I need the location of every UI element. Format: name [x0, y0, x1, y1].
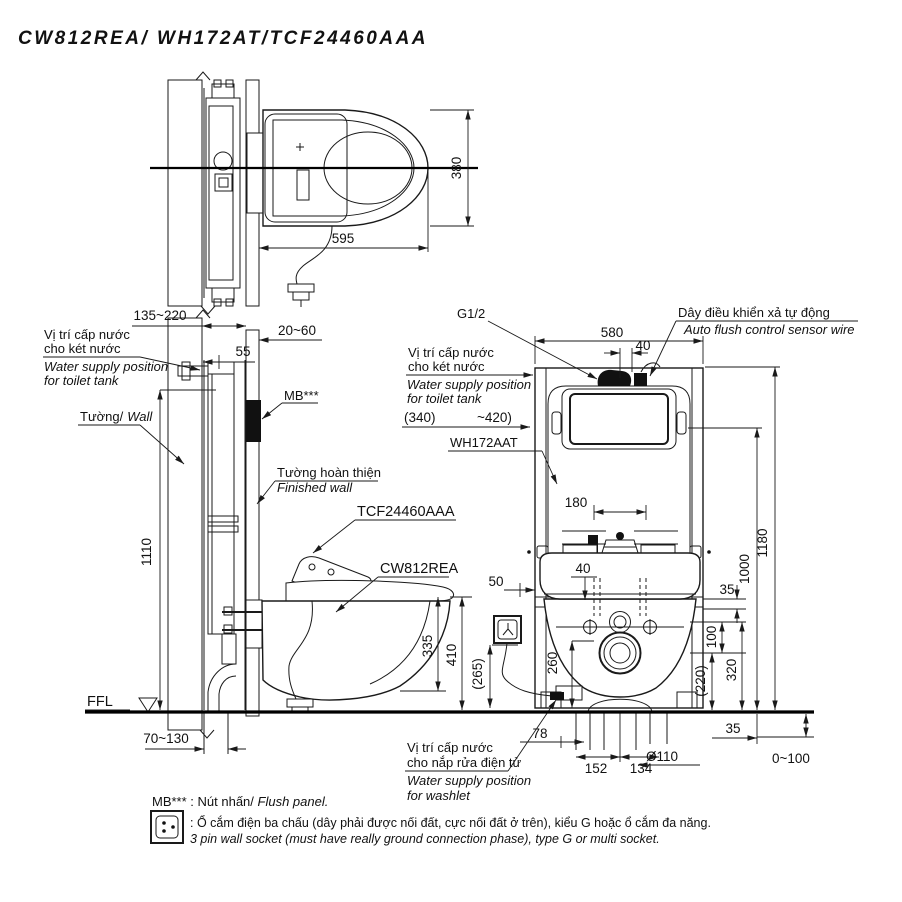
- wall-hatch-side: [167, 317, 203, 731]
- dim-20-60: 20~60: [278, 323, 316, 338]
- supply-tank-label-en2: for toilet tank: [44, 373, 120, 388]
- front-view-drawing: 580 40 (340) ~420) 180 40 50 35: [402, 305, 858, 803]
- drain-hole: [598, 631, 642, 675]
- mb-note: MB*** : Nút nhấn/ Flush panel.: [152, 794, 328, 809]
- washlet-supply-en2: for washlet: [407, 788, 471, 803]
- wall-break-bottom2: [199, 729, 215, 739]
- washlet-supply-en1: Water supply position: [407, 773, 531, 788]
- dim-35-bottom: 35: [725, 721, 740, 736]
- dim-320: 320: [724, 659, 739, 682]
- washlet-supply-vi1: Vị trí cấp nước: [407, 740, 493, 755]
- sensor-wire-label-vi: Dây điều khiển xả tự động: [678, 305, 830, 320]
- dim-595: 595: [332, 231, 355, 246]
- side-view-drawing: 135~220 20~60 55 1110 70~130 335 410 Vị …: [43, 308, 472, 754]
- fixing-bolts: [582, 619, 658, 635]
- side-view-labels: Vị trí cấp nước cho két nước Water suppl…: [43, 327, 458, 713]
- wall-label: Tường/Wall: [80, 409, 153, 424]
- toilet-side: [261, 556, 455, 714]
- supply-tank-label-vi1: Vị trí cấp nước: [44, 327, 130, 342]
- front-view-labels: G1/2 Dây điều khiển xả tự động Auto flus…: [405, 305, 858, 803]
- top-view-drawing: 380 595: [150, 71, 478, 315]
- socket-note-vi: : Ổ cắm điện ba chấu (dây phải được nối …: [190, 815, 711, 830]
- socket-legend-icon: [150, 810, 184, 844]
- flush-panel-block: [246, 400, 261, 442]
- supply-tank-front-vi1: Vị trí cấp nước: [408, 345, 494, 360]
- dim-dia110: Ø110: [646, 749, 678, 764]
- dim-220: (220): [693, 665, 708, 697]
- dim-580: 580: [601, 325, 624, 340]
- dim-1180: 1180: [755, 528, 770, 557]
- page-title: CW812REA/ WH172AT/TCF24460AAA: [18, 28, 428, 49]
- supply-tank-label-en1: Water supply position: [44, 359, 168, 374]
- front-view-dimensions: 580 40 (340) ~420) 180 40 50 35: [402, 325, 814, 776]
- mb-ref-label: MB***: [284, 388, 319, 403]
- dim-1000: 1000: [737, 554, 752, 584]
- sensor-connector: [634, 373, 647, 386]
- tank-plan: [203, 79, 241, 307]
- tank-supply-hole: [609, 611, 631, 633]
- dim-40-top: 40: [635, 338, 650, 353]
- ffl-label: FFL: [87, 694, 113, 710]
- wall-socket-front: [493, 615, 564, 700]
- dim-70-130: 70~130: [143, 731, 188, 746]
- frame-front: [527, 367, 711, 709]
- washlet-supply-vi2: cho nắp rửa điện tử: [407, 755, 522, 770]
- dim-180: 180: [565, 495, 588, 510]
- g12-label: G1/2: [457, 306, 485, 321]
- power-cable-plan: [287, 225, 333, 307]
- side-view-dimensions: 135~220 20~60 55 1110 70~130 335 410: [132, 308, 472, 752]
- dim-265: (265): [470, 658, 485, 690]
- finished-wall-hatch-side: [245, 329, 260, 717]
- gasket-bg: [247, 133, 263, 213]
- top-view-dimensions: 380 595: [258, 109, 474, 252]
- finished-wall-label-vi: Tường hoàn thiện: [277, 465, 381, 480]
- tank-side: [177, 360, 264, 754]
- dim-100: 100: [704, 626, 719, 649]
- dim-380: 380: [449, 157, 464, 180]
- dim-35-right: 35: [719, 582, 734, 597]
- dim-420: ~420): [477, 410, 512, 425]
- dim-152: 152: [585, 761, 608, 776]
- supply-tank-front-vi2: cho két nước: [408, 359, 485, 374]
- wall-break-top2: [195, 309, 211, 319]
- dim-40-mid: 40: [575, 561, 590, 576]
- finished-wall-label-en: Finished wall: [277, 480, 353, 495]
- cw-label: CW812REA: [380, 561, 458, 577]
- legend: MB*** : Nút nhấn/ Flush panel. : Ổ cắm đ…: [150, 794, 711, 846]
- sensor-wire-label-en: Auto flush control sensor wire: [683, 322, 855, 337]
- supply-tank-front-en2: for toilet tank: [407, 391, 483, 406]
- wh-label: WH172AAT: [450, 435, 518, 450]
- wall-break-bottom: [200, 305, 216, 315]
- dim-50: 50: [488, 574, 503, 589]
- wall-break-top: [195, 71, 211, 81]
- supply-tank-label-vi2: cho két nước: [44, 341, 121, 356]
- tcf-label: TCF24460AAA: [357, 504, 455, 520]
- socket-icon: [493, 615, 522, 644]
- socket-note-en: 3 pin wall socket (must have really grou…: [190, 832, 660, 846]
- supply-tank-front-en1: Water supply position: [407, 377, 531, 392]
- dim-410: 410: [444, 644, 459, 667]
- supply-fitting: [597, 369, 632, 386]
- ffl-marker: [138, 697, 158, 713]
- dim-78: 78: [532, 726, 547, 741]
- dim-260: 260: [545, 652, 560, 675]
- dim-340: (340): [404, 410, 436, 425]
- wall-hatch: [167, 79, 203, 307]
- dim-1110: 1110: [139, 538, 154, 566]
- dim-0-100: 0~100: [772, 751, 810, 766]
- dim-335: 335: [420, 635, 435, 658]
- dim-55: 55: [235, 344, 250, 359]
- dim-135-220: 135~220: [134, 308, 187, 323]
- toilet-front: [539, 544, 701, 762]
